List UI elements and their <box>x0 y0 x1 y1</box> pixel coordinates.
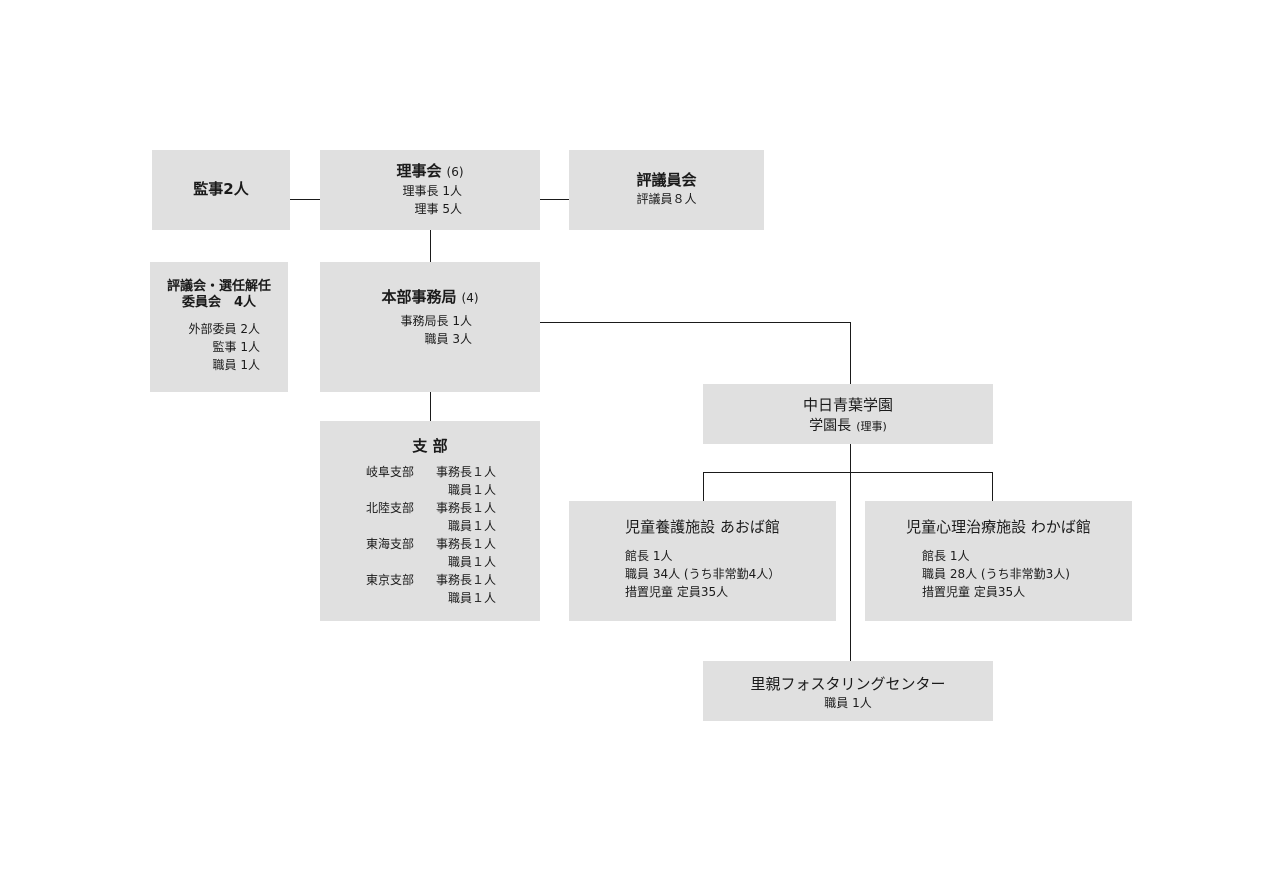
board-title: 理事会 <box>396 162 442 180</box>
foster-center-line: 職員 1人 <box>824 696 872 710</box>
committee-title: 評議会・選任解任 委員会 4人 <box>150 279 288 311</box>
foster-center-title: 里親フォスタリングセンター <box>750 675 946 693</box>
connector-honbu-gakuen <box>540 322 851 384</box>
councilors-title: 評議員会 <box>636 171 697 189</box>
committee-member-line: 監事 1人 <box>212 340 260 354</box>
head-office-member-line: 職員 3人 <box>424 332 472 346</box>
board-member-line: 理事 5人 <box>414 202 462 216</box>
wakaba-details: 館長 1人 職員 28人 (うち非常勤3人) 措置児童 定員35人 <box>922 547 1070 601</box>
wakaba-facility-box: 児童心理治療施設 わかば館 館長 1人 職員 28人 (うち非常勤3人) 措置児… <box>865 501 1132 621</box>
aoba-title: 児童養護施設 あおば館 <box>625 518 780 536</box>
head-office-count: (4) <box>461 291 479 305</box>
head-office-box: 本部事務局 (4) 事務局長 1人 職員 3人 <box>320 262 540 392</box>
branch-role: 職員１人 <box>447 555 496 569</box>
head-office-header: 本部事務局 (4) <box>320 287 540 307</box>
gakuen-box: 中日青葉学園 学園長 (理事) <box>703 384 993 444</box>
board-count: (6) <box>446 165 464 179</box>
appointment-committee-box: 評議会・選任解任 委員会 4人 外部委員 2人 監事 1人 職員 1人 <box>150 262 288 392</box>
branch-item: 岐阜支部 事務長１人 職員１人 <box>366 463 496 499</box>
aoba-detail-line: 措置児童 定員35人 <box>625 585 729 599</box>
head-office-title: 本部事務局 <box>381 288 457 306</box>
head-office-members: 事務局長 1人 職員 3人 <box>360 312 472 348</box>
wakaba-detail-line: 館長 1人 <box>922 549 970 563</box>
branch-role: 職員１人 <box>447 483 496 497</box>
wakaba-detail-line: 職員 28人 (うち非常勤3人) <box>922 567 1070 581</box>
gakuen-subtitle: 学園長 <box>809 418 852 434</box>
aoba-facility-box: 児童養護施設 あおば館 館長 1人 職員 34人 (うち非常勤4人） 措置児童 … <box>569 501 836 621</box>
branch-name: 北陸支部 <box>366 501 415 515</box>
branch-name: 東京支部 <box>366 573 415 587</box>
branch-name: 岐阜支部 <box>366 465 415 479</box>
gakuen-subtitle-note: (理事) <box>856 420 887 433</box>
branch-name: 東海支部 <box>366 537 415 551</box>
branch-list: 岐阜支部 事務長１人 職員１人 北陸支部 事務長１人 職員１人 東海支部 事務長… <box>366 463 496 607</box>
aoba-details: 館長 1人 職員 34人 (うち非常勤4人） 措置児童 定員35人 <box>625 547 780 601</box>
branches-title: 支 部 <box>412 437 448 455</box>
branch-role: 職員１人 <box>447 591 496 605</box>
branch-role: 事務長１人 <box>435 465 496 479</box>
branch-role: 職員１人 <box>447 519 496 533</box>
board-of-directors-box: 理事会 (6) 理事長 1人 理事 5人 <box>320 150 540 230</box>
gakuen-title: 中日青葉学園 <box>802 396 893 414</box>
connector-gakuen-facilities <box>703 472 993 501</box>
auditor-box: 監事2人 <box>152 150 290 230</box>
branches-box: 支 部 岐阜支部 事務長１人 職員１人 北陸支部 事務長１人 職員１人 東海支部… <box>320 421 540 621</box>
wakaba-detail-line: 措置児童 定員35人 <box>922 585 1026 599</box>
branch-role: 事務長１人 <box>435 501 496 515</box>
committee-member-line: 外部委員 2人 <box>188 322 260 336</box>
branch-item: 東京支部 事務長１人 職員１人 <box>366 571 496 607</box>
gakuen-subtitle-row: 学園長 (理事) <box>703 415 993 436</box>
head-office-member-line: 事務局長 1人 <box>400 314 472 328</box>
foster-center-box: 里親フォスタリングセンター 職員 1人 <box>703 661 993 721</box>
councilors-line: 評議員８人 <box>636 192 697 206</box>
committee-members: 外部委員 2人 監事 1人 職員 1人 <box>170 320 260 374</box>
aoba-detail-line: 職員 34人 (うち非常勤4人） <box>625 567 781 581</box>
board-member-line: 理事長 1人 <box>402 184 462 198</box>
branch-item: 東海支部 事務長１人 職員１人 <box>366 535 496 571</box>
branch-role: 事務長１人 <box>435 573 496 587</box>
committee-title-line1: 評議会・選任解任 <box>166 279 271 294</box>
branch-item: 北陸支部 事務長１人 職員１人 <box>366 499 496 535</box>
board-members: 理事長 1人 理事 5人 <box>380 182 462 218</box>
councilors-box: 評議員会 評議員８人 <box>569 150 764 230</box>
auditor-title: 監事2人 <box>193 180 249 198</box>
board-header: 理事会 (6) <box>320 161 540 181</box>
branch-role: 事務長１人 <box>435 537 496 551</box>
wakaba-title: 児童心理治療施設 わかば館 <box>906 518 1091 536</box>
aoba-detail-line: 館長 1人 <box>625 549 673 563</box>
committee-member-line: 職員 1人 <box>212 358 260 372</box>
committee-title-line2: 委員会 4人 <box>181 295 257 310</box>
